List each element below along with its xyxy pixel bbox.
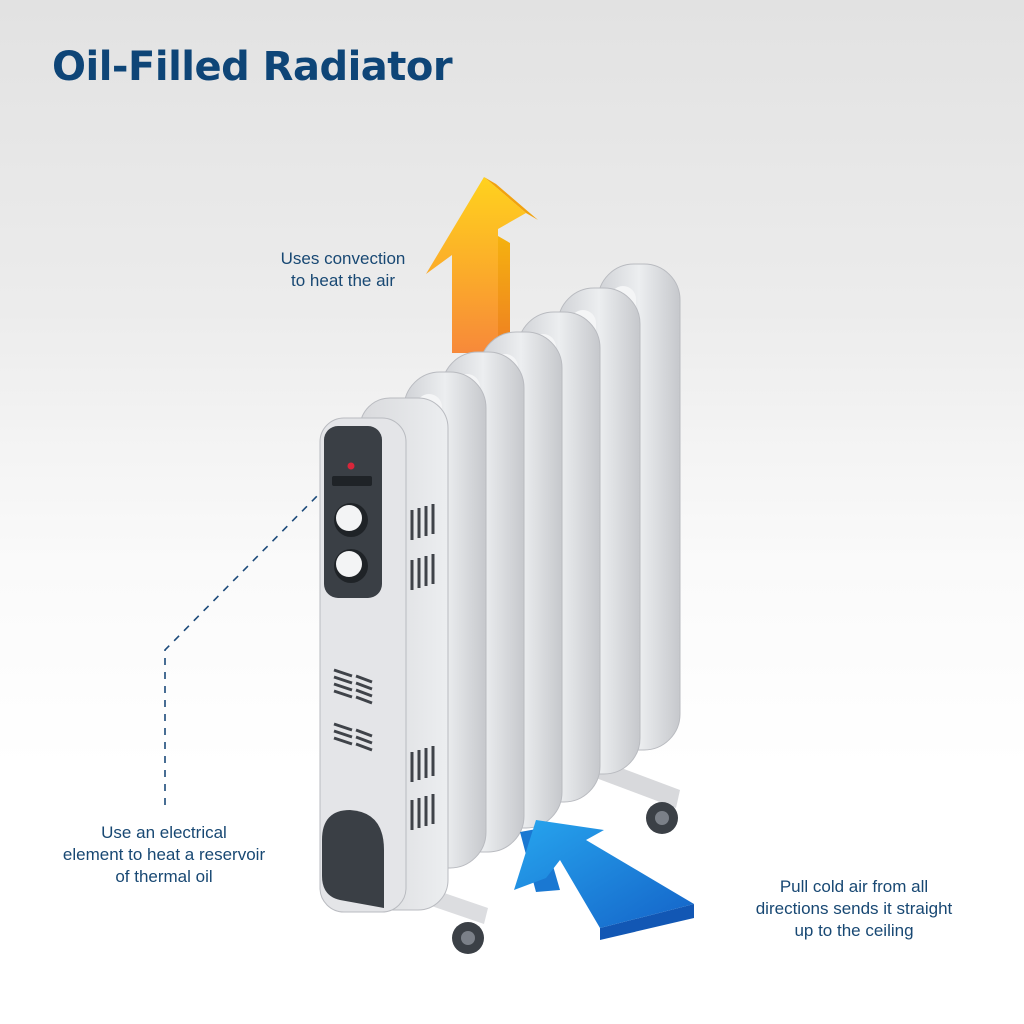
housing-vents bbox=[333, 668, 373, 752]
callout-cold-air: Pull cold air from all directions sends … bbox=[706, 876, 1002, 942]
display-slot bbox=[332, 476, 372, 486]
radiator-housing bbox=[319, 397, 449, 913]
callout-line: to heat the air bbox=[291, 271, 395, 290]
hot-air-arrow bbox=[426, 177, 538, 360]
callout-line: directions sends it straight bbox=[755, 899, 953, 918]
power-indicator-light bbox=[347, 462, 355, 470]
callout-electrical-element: Use an electrical element to heat a rese… bbox=[36, 822, 292, 888]
control-knob-upper bbox=[334, 503, 368, 537]
side-vents bbox=[410, 504, 435, 830]
callout-line: Use an electrical bbox=[101, 823, 227, 842]
callout-line: up to the ceiling bbox=[794, 921, 914, 940]
callout-line: Uses convection bbox=[280, 249, 406, 268]
callout-convection: Uses convection to heat the air bbox=[258, 248, 428, 292]
callout-line: of thermal oil bbox=[115, 867, 213, 886]
callout-leader-line bbox=[164, 486, 327, 805]
page-title: Oil-Filled Radiator bbox=[52, 44, 453, 90]
callout-line: element to heat a reservoir bbox=[62, 845, 266, 864]
control-knob-lower bbox=[334, 549, 368, 583]
callout-line: Pull cold air from all bbox=[779, 877, 929, 896]
cold-air-arrow bbox=[514, 820, 694, 940]
cord-wrap bbox=[322, 810, 384, 908]
